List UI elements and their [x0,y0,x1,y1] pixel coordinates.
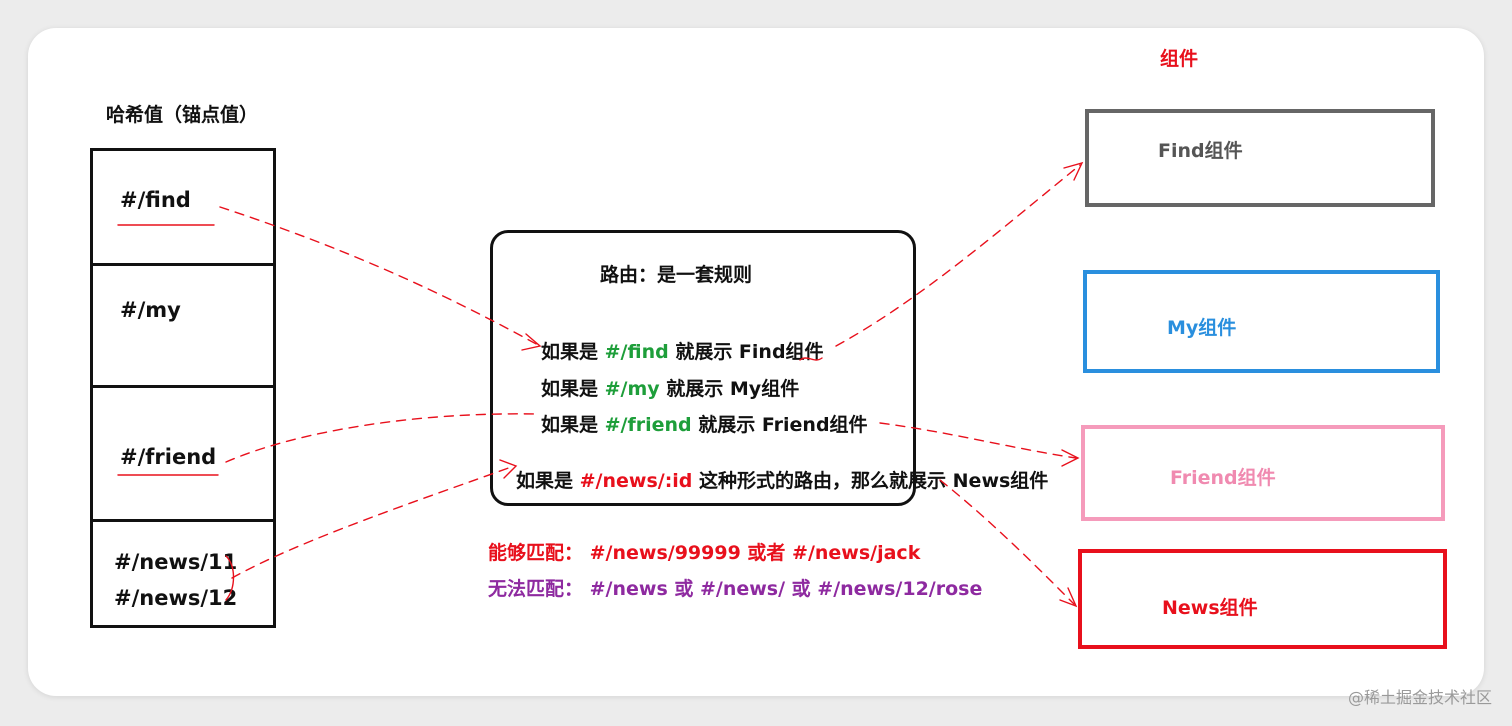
router-title: 路由：是一套规则 [600,264,753,286]
hash-cell-friend [90,388,276,522]
arrow-rule-to-friend [879,422,1077,459]
rule-find: 如果是 #/find 就展示 Find组件 [541,341,824,363]
component-my-box [1083,270,1440,373]
rule-my: 如果是 #/my 就展示 My组件 [541,378,800,400]
arrowhead [499,459,518,479]
rule-news: 如果是 #/news/:id 这种形式的路由，那么就展示 News组件 [516,470,1049,492]
arrowhead [1059,587,1078,608]
arrow-rule-to-news [939,479,1075,605]
component-friend-label: Friend组件 [1170,467,1276,489]
hash-friend: #/friend [120,445,217,469]
hash-news-12: #/news/12 [114,586,238,610]
hash-column-title: 哈希值（锚点值） [106,104,259,126]
component-column-title: 组件 [1160,48,1199,70]
component-find-box [1085,109,1435,207]
component-news-label: News组件 [1162,597,1258,619]
hash-news-11: #/news/11 [114,550,238,574]
hash-cell-find [90,148,276,266]
match-ok-note: 能够匹配： #/news/99999 或者 #/news/jack [488,542,921,564]
arrowhead [1061,449,1080,467]
component-find-label: Find组件 [1158,140,1243,162]
arrowhead [521,333,542,351]
arrow-find-to-rule [219,206,539,346]
component-friend-box [1081,425,1445,521]
rule-code: #/friend [604,414,692,436]
router-rules-box [490,230,916,506]
arrow-news-to-rule [231,465,515,579]
match-bad-note: 无法匹配： #/news 或 #/news/ 或 #/news/12/rose [488,578,983,600]
rule-code: #/news/:id [579,470,693,492]
hash-my: #/my [120,298,181,322]
watermark: @稀土掘金技术社区 [1347,688,1492,707]
underline-rule-find [799,357,823,361]
hash-find: #/find [120,188,191,212]
rule-code: #/find [604,341,669,363]
rule-friend: 如果是 #/friend 就展示 Friend组件 [541,414,868,436]
arrowhead [1063,161,1084,181]
arrow-rule-to-find [835,164,1081,347]
component-news-box [1078,549,1447,649]
diagram-canvas [28,28,1484,696]
hash-cell-news [90,522,276,628]
component-my-label: My组件 [1167,317,1237,339]
arrow-friend-to-rule [225,413,537,463]
hash-cell-my [90,263,276,388]
rule-code: #/my [604,378,660,400]
